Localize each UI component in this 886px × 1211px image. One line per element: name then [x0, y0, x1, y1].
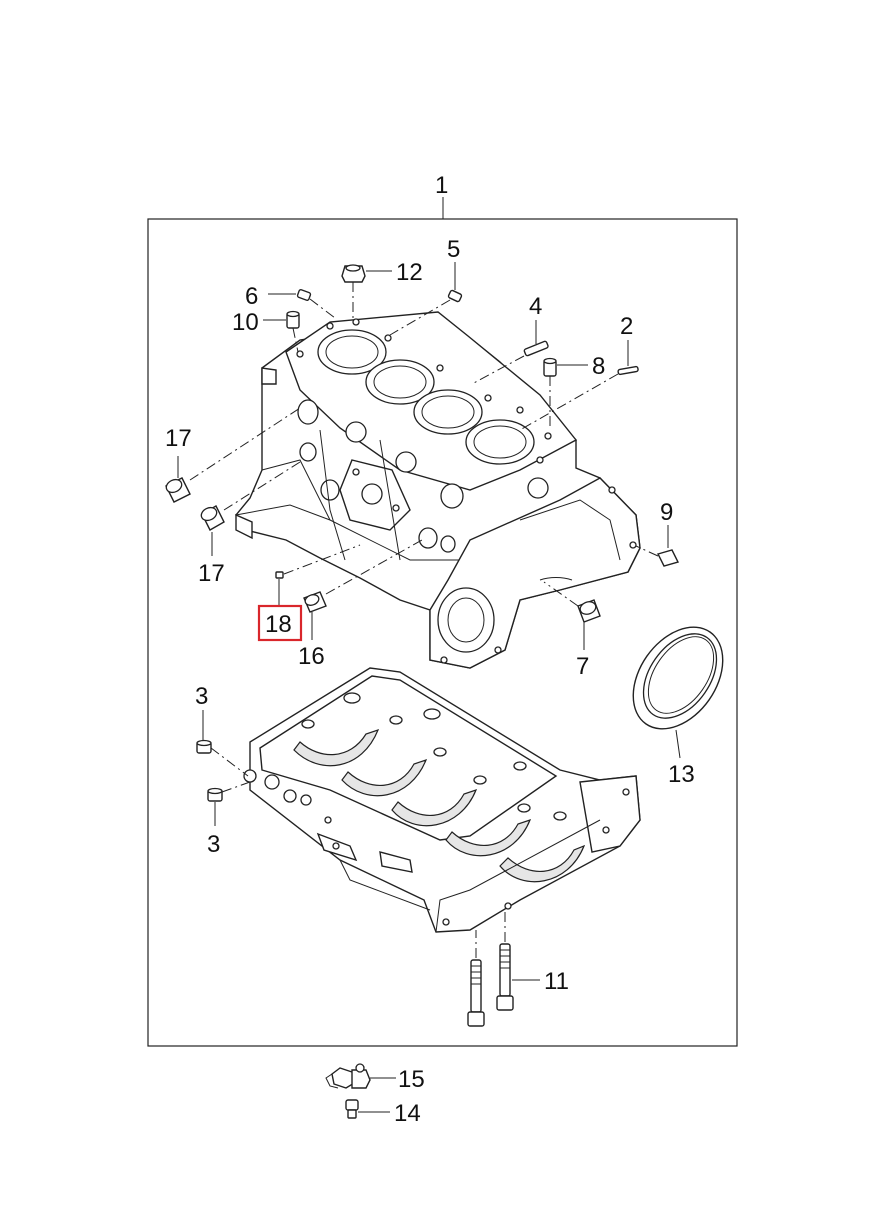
dashline-9	[635, 545, 659, 557]
part-3-dowel-lower[interactable]	[207, 787, 223, 802]
part-14-bolt[interactable]	[345, 1099, 359, 1119]
part-13-rear-oil-seal[interactable]	[615, 610, 741, 745]
dashline-3b	[221, 781, 251, 793]
callout-1: 1	[435, 172, 448, 199]
highlight-box-18	[257, 604, 303, 642]
part-6-dowel[interactable]	[296, 289, 312, 301]
callout-16: 16	[298, 643, 325, 670]
part-15-bracket[interactable]	[325, 1063, 371, 1089]
part-9-plug[interactable]	[656, 549, 680, 567]
callout-6: 6	[245, 283, 258, 310]
callout-8: 8	[592, 353, 605, 380]
dashline-16	[325, 539, 423, 595]
part-2-pin[interactable]	[617, 365, 639, 376]
part-17-seal-lower[interactable]	[199, 505, 225, 531]
part-18-plug[interactable]	[275, 571, 284, 579]
dashline-17a	[189, 407, 301, 481]
part-10-bush[interactable]	[286, 310, 300, 329]
callout-11: 11	[544, 968, 569, 995]
callout-4: 4	[529, 293, 542, 320]
callout-5: 5	[447, 236, 460, 263]
callout-12: 12	[396, 259, 423, 286]
dashline-6	[309, 298, 336, 319]
part-17-seal-upper[interactable]	[164, 477, 191, 503]
callout-3-upper: 3	[195, 683, 208, 710]
callout-17-upper: 17	[165, 425, 192, 452]
dashline-10	[292, 327, 299, 353]
callout-13: 13	[668, 761, 695, 788]
callout-14: 14	[394, 1100, 421, 1127]
leader-13	[675, 729, 681, 759]
dashline-3a	[210, 747, 249, 777]
part-7-seal[interactable]	[577, 599, 601, 623]
callout-10: 10	[232, 309, 259, 336]
cylinder-block[interactable]	[235, 311, 641, 669]
part-5-pin[interactable]	[447, 289, 463, 303]
callout-3-lower: 3	[207, 831, 220, 858]
callout-17-lower: 17	[198, 560, 225, 587]
dashline-5	[389, 299, 451, 336]
lower-crankcase[interactable]	[243, 667, 641, 933]
dashline-17b	[223, 461, 301, 511]
part-3-dowel-upper[interactable]	[196, 739, 212, 754]
dashline-4	[471, 355, 525, 385]
part-12-plug[interactable]	[341, 264, 366, 283]
callout-15: 15	[398, 1066, 425, 1093]
part-8-bush[interactable]	[543, 357, 557, 377]
part-11-bolt-right[interactable]	[496, 943, 514, 1011]
callout-2: 2	[620, 313, 633, 340]
callout-18: 18	[265, 611, 292, 638]
dashline-2	[519, 373, 619, 431]
callout-7: 7	[576, 653, 589, 680]
part-16-seal[interactable]	[303, 591, 327, 613]
callout-9: 9	[660, 499, 673, 526]
dashline-7	[543, 581, 579, 607]
dashline-18	[283, 544, 361, 575]
part-11-bolt-left[interactable]	[467, 959, 485, 1027]
part-4-stud[interactable]	[523, 340, 549, 357]
